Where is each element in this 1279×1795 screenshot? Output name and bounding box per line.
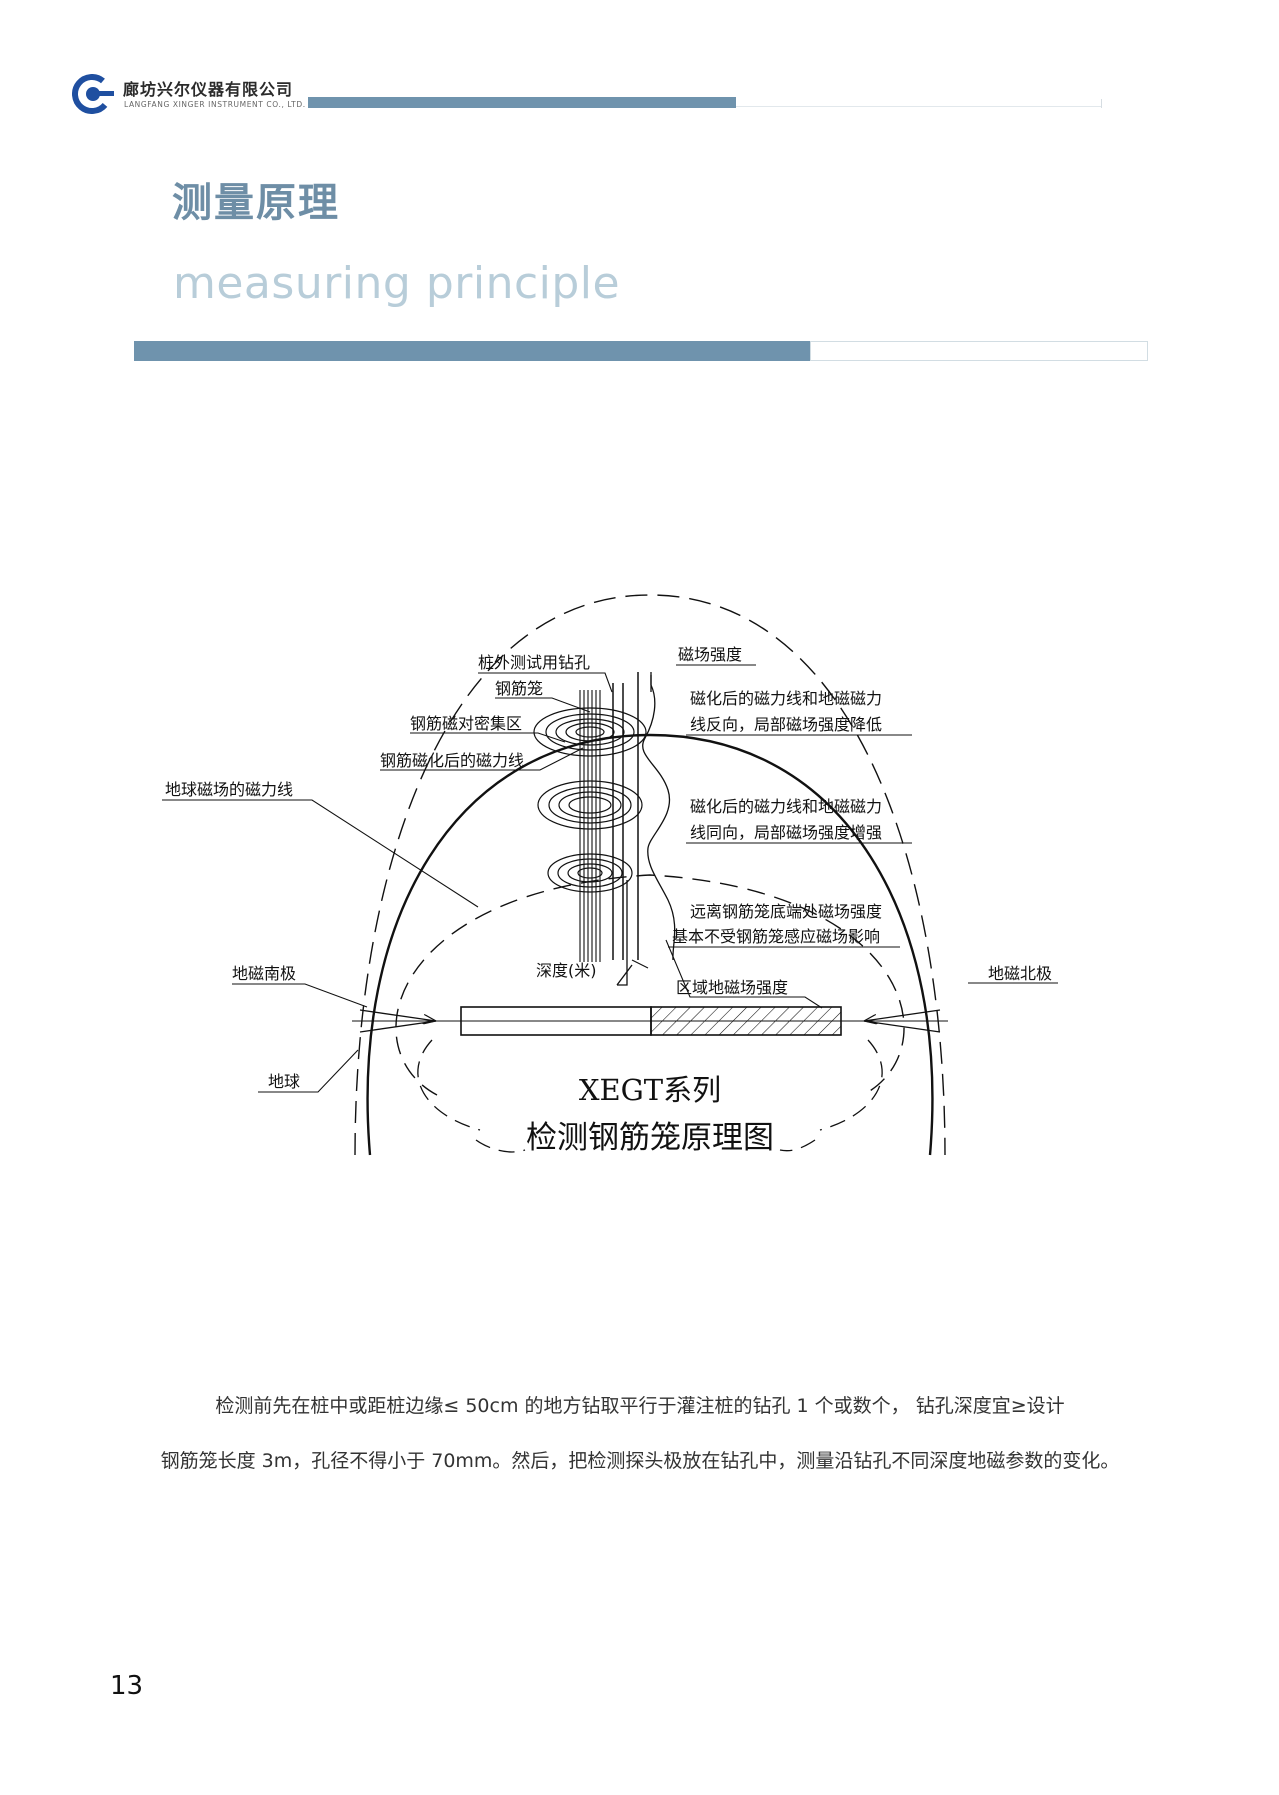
lower-field-arc-left	[417, 1039, 481, 1131]
bottom-field-arc-right	[779, 1139, 816, 1152]
label-far-line-2: 基本不受钢筋笼感应磁场影响	[672, 927, 880, 946]
diagram-caption-line-2: 检测钢筋笼原理图	[526, 1120, 774, 1156]
title-bar-fill	[134, 341, 810, 361]
title-bar-track	[810, 341, 1148, 361]
label-opposite-line-2: 线反向，局部磁场强度降低	[690, 715, 882, 734]
depth-arrow	[617, 880, 628, 986]
company-name-en: LANGFANG XINGER INSTRUMENT CO., LTD.	[124, 100, 306, 109]
rebar-cage-bars	[579, 690, 601, 962]
magnetized-loops-bottom	[547, 853, 633, 893]
magnetized-loops-top	[533, 707, 647, 757]
header-accent-bar	[308, 97, 736, 108]
earth-circle	[366, 733, 934, 1156]
label-same-line-1: 磁化后的磁力线和地磁磁力	[690, 797, 882, 816]
rebar-cage-principle-diagram: 桩外测试用钻孔 钢筋笼 钢筋磁对密集区 钢筋磁化后的磁力线 地球磁场的磁力线 磁…	[162, 594, 1058, 1156]
outer-field-boundary	[354, 594, 946, 1156]
label-test-hole: 桩外测试用钻孔	[478, 653, 590, 672]
label-earth-field-lines: 地球磁场的磁力线	[165, 780, 293, 799]
body-paragraph-line-2: 钢筋笼长度 3m，孔径不得小于 70mm。然后，把检测探头极放在钻孔中，测量沿钻…	[160, 1450, 1120, 1472]
field-strength-curve	[642, 675, 676, 961]
diagram-caption-line-1: XEGT系列	[579, 1073, 721, 1107]
bottom-field-arc-left	[475, 1139, 526, 1153]
company-name-cn: 廊坊兴尔仪器有限公司	[123, 80, 294, 99]
header-divider-line	[736, 106, 1102, 107]
south-pole-arrow-lower	[359, 1020, 437, 1033]
label-earth: 地球	[268, 1072, 300, 1091]
south-pole-arrow	[359, 1009, 436, 1021]
lower-field-arc-right	[819, 1039, 883, 1131]
label-rebar-cage: 钢筋笼	[495, 679, 543, 698]
label-depth: 深度(米)	[536, 961, 597, 980]
north-pole-arrow	[864, 1009, 941, 1021]
label-opposite-line-1: 磁化后的磁力线和地磁磁力	[690, 689, 882, 708]
company-logo-icon	[72, 74, 114, 114]
header-divider-tick	[1101, 99, 1102, 108]
section-title-en: measuring principle	[173, 258, 621, 309]
label-regional-field: 区域地磁场强度	[676, 978, 788, 997]
label-dense-zone: 钢筋磁对密集区	[410, 714, 522, 733]
page-number: 13	[110, 1671, 144, 1701]
label-south-pole: 地磁南极	[232, 964, 296, 983]
label-magnetized-lines: 钢筋磁化后的磁力线	[380, 751, 524, 770]
north-pole-arrow-lower	[863, 1020, 941, 1033]
inner-field-loop	[395, 874, 905, 1096]
label-same-line-2: 线同向，局部磁场强度增强	[690, 823, 882, 842]
magnetized-loops-middle	[537, 780, 643, 830]
body-paragraph-line-1: 检测前先在桩中或距桩边缘≤ 50cm 的地方钻取平行于灌注桩的钻孔 1 个或数个…	[215, 1395, 1065, 1417]
section-title-cn: 测量原理	[172, 180, 340, 226]
label-north-pole: 地磁北极	[988, 964, 1052, 983]
label-field-strength: 磁场强度	[678, 645, 742, 664]
leader-lines	[162, 664, 1058, 1093]
label-far-line-1: 远离钢筋笼底端处磁场强度	[690, 902, 882, 921]
